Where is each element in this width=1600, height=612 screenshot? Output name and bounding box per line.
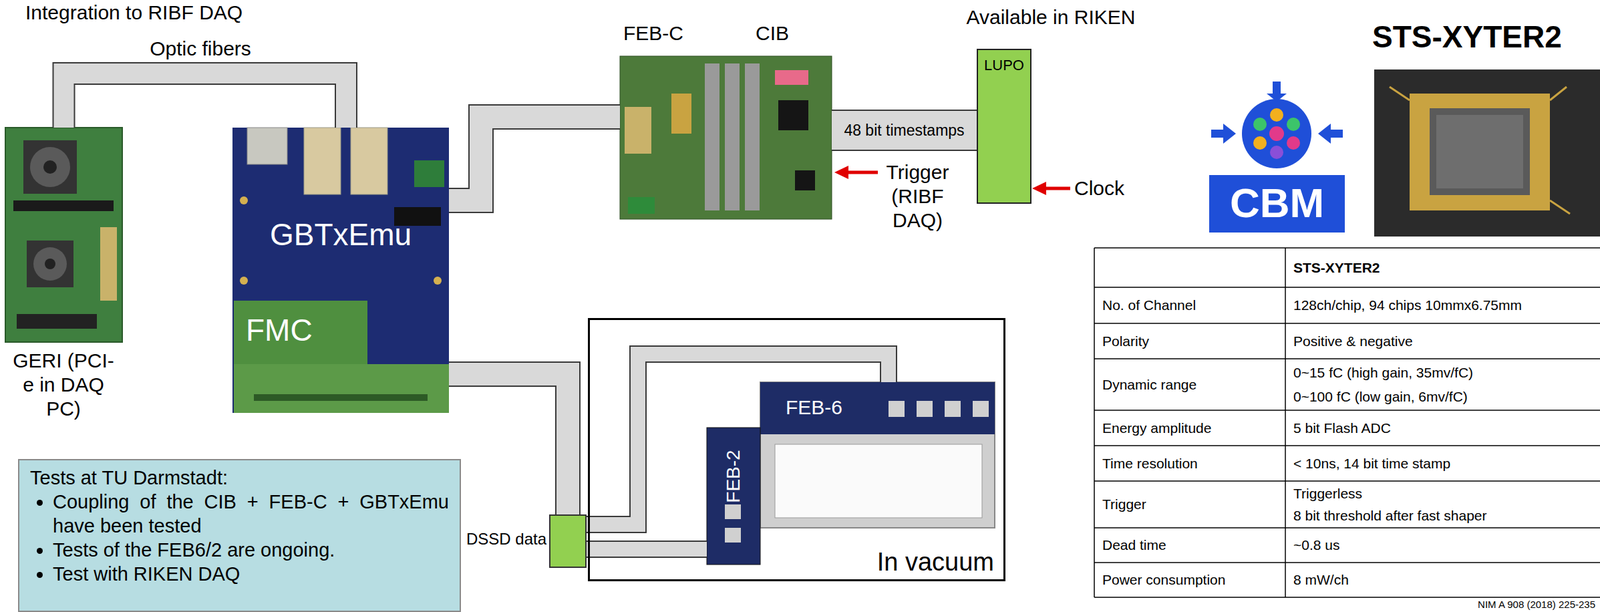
cable-outline bbox=[448, 116, 620, 201]
table-cell: ~0.8 us bbox=[1293, 527, 1596, 563]
node-label: GBTxEmu bbox=[232, 217, 449, 252]
feb6-photo bbox=[760, 382, 995, 528]
notes-list: Coupling of the CIB + FEB-C + GBTxEmu ha… bbox=[30, 489, 449, 586]
node-label: FEB-2 bbox=[721, 436, 746, 517]
signal-label: Trigger (RIBF DAQ) bbox=[879, 160, 956, 233]
notes-box: Tests at TU Darmstadt:Coupling of the CI… bbox=[18, 458, 461, 612]
node-label: FMC bbox=[245, 312, 313, 348]
vacuum-feedthrough: DSSD data bbox=[549, 514, 587, 568]
cable-fill bbox=[831, 110, 977, 150]
cable-fill bbox=[586, 541, 707, 557]
notes-bullet: Coupling of the CIB + FEB-C + GBTxEmu ha… bbox=[52, 489, 449, 538]
node-label: GERI (PCI-e in DAQ PC) bbox=[10, 348, 117, 421]
table-cell: Dead time bbox=[1102, 527, 1283, 563]
fmc-card: FMC bbox=[233, 300, 449, 413]
table-grid bbox=[1094, 247, 1600, 598]
table-cell: 128ch/chip, 94 chips 10mmx6.75mm bbox=[1293, 287, 1596, 324]
cable-outline bbox=[64, 73, 347, 128]
cable-fill bbox=[448, 116, 620, 201]
gbtxemu-photo bbox=[232, 127, 449, 413]
fpga-board: GBTxEmuFMC bbox=[232, 127, 449, 413]
vacuum-chamber: In vacuum FEB-6FEB-2 bbox=[587, 317, 1006, 582]
cable-connector bbox=[586, 354, 889, 525]
lupo-module: LUPO bbox=[976, 48, 1032, 204]
cable-connector bbox=[448, 374, 568, 515]
notes-bullet: Tests of the FEB6/2 are ongoing. bbox=[52, 537, 449, 562]
cable-connector bbox=[64, 73, 347, 128]
table-cell: Trigger bbox=[1102, 481, 1283, 528]
table-cell: Positive & negative bbox=[1293, 323, 1596, 359]
table-cell: No. of Channel bbox=[1102, 287, 1283, 324]
table-cell: 8 bit threshold after fast shaper bbox=[1293, 505, 1596, 527]
table-cell: Time resolution bbox=[1102, 445, 1283, 482]
clock-arrow bbox=[1032, 181, 1071, 196]
trigger-arrow bbox=[834, 165, 878, 180]
node-label: CIB bbox=[738, 21, 806, 46]
node-label: In vacuum bbox=[877, 547, 995, 577]
table-cell: 8 mW/ch bbox=[1293, 562, 1596, 598]
chip-photo bbox=[1374, 69, 1600, 237]
table-cell: Dynamic range bbox=[1102, 358, 1283, 411]
table-cell: Polarity bbox=[1102, 323, 1283, 359]
cable-outline bbox=[448, 374, 568, 515]
cable-outline bbox=[831, 109, 977, 151]
notes-bullet: Test with RIKEN DAQ bbox=[52, 561, 449, 586]
feb2-photo bbox=[706, 427, 761, 565]
table-cell: Energy amplitude bbox=[1102, 410, 1283, 446]
fiber-label: Optic fibers bbox=[141, 36, 260, 61]
node-label: FEB-6 bbox=[785, 395, 843, 420]
geri-photo bbox=[5, 127, 123, 343]
table-cell: Triggerless bbox=[1293, 482, 1596, 506]
cable-fill bbox=[64, 73, 347, 128]
slide-title: Integration to RIBF DAQ bbox=[25, 1, 243, 25]
node-label: LUPO bbox=[978, 56, 1031, 75]
edge-label: 48 bit timestamps bbox=[842, 120, 966, 140]
feb2-board: FEB-2 bbox=[706, 427, 761, 565]
pcie-board: GERI (PCI-e in DAQ PC) bbox=[5, 127, 123, 343]
table-cell: < 10ns, 14 bit time stamp bbox=[1293, 445, 1596, 482]
signal-label: Clock bbox=[1074, 176, 1125, 201]
cable-fill bbox=[448, 374, 568, 515]
logo-text: CBM bbox=[1209, 179, 1345, 228]
cable-outline bbox=[586, 540, 707, 558]
table-header: STS-XYTER2 bbox=[1293, 247, 1596, 288]
citation: NIM A 908 (2018) 225-235 bbox=[1436, 598, 1596, 611]
node-label: DSSD data bbox=[466, 529, 547, 550]
table-cell: 0~15 fC (high gain, 35mv/fC) bbox=[1293, 360, 1596, 385]
febc-cib-photo bbox=[619, 56, 832, 220]
cable-connector bbox=[448, 116, 620, 201]
cable-fill bbox=[586, 354, 889, 525]
site-label: Available in RIKEN bbox=[953, 5, 1148, 30]
notes-heading: Tests at TU Darmstadt: bbox=[30, 465, 449, 490]
feb6-board: FEB-6 bbox=[760, 382, 995, 528]
node-label: FEB-C bbox=[606, 21, 701, 46]
febc-cib-board: FEB-CCIB bbox=[619, 56, 832, 220]
cable-outline bbox=[586, 354, 889, 525]
cable-connector bbox=[586, 549, 707, 550]
table-cell: 5 bit Flash ADC bbox=[1293, 410, 1596, 446]
cbm-logo bbox=[1209, 79, 1345, 233]
table-cell: 0~100 fC (low gain, 6mv/fC) bbox=[1293, 384, 1596, 409]
chip-title: STS-XYTER2 bbox=[1372, 18, 1562, 55]
table-cell: Power consumption bbox=[1102, 562, 1283, 598]
